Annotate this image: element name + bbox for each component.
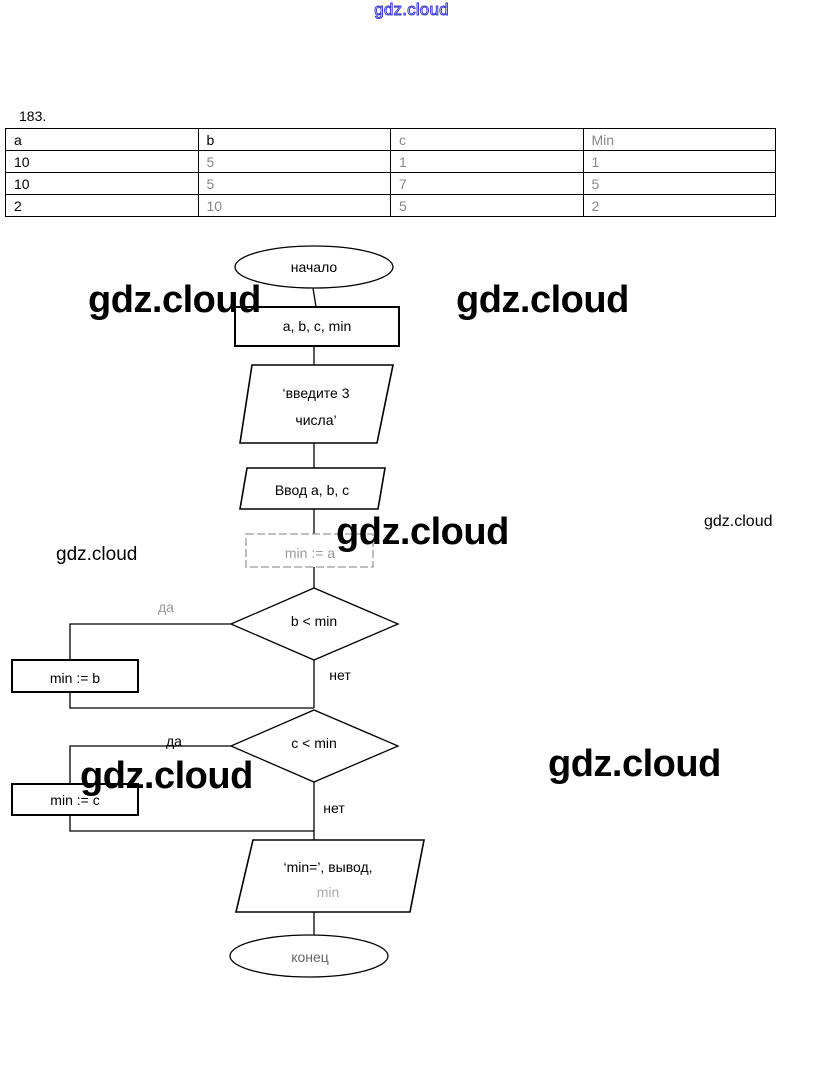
table-row: 2 10 5 2: [5, 194, 776, 217]
cond2-no-label: нет: [323, 800, 345, 816]
watermark-small: gdz.cloud: [704, 513, 773, 530]
cond1-label: b < min: [291, 613, 337, 629]
end-terminal: [229, 934, 389, 978]
watermark: gdz.cloud: [336, 511, 509, 553]
cond1-no-label: нет: [329, 667, 351, 683]
start-terminal: [234, 245, 394, 289]
merge-branch-2: [69, 815, 314, 832]
merge-branch-1: [69, 692, 314, 709]
watermark: gdz.cloud: [548, 743, 721, 785]
watermark: gdz.cloud: [88, 279, 261, 321]
watermark-small: gdz.cloud: [56, 544, 137, 565]
input-label: Ввод a, b, c: [275, 482, 349, 498]
cond2-yes-label: да: [166, 733, 182, 749]
assign2-label: min := c: [50, 792, 99, 808]
cell: 10: [197, 194, 391, 217]
input-block: [239, 467, 386, 510]
assign1-label: min := b: [50, 670, 100, 686]
declare-block: [234, 306, 400, 347]
declare-label: a, b, c, min: [283, 318, 351, 334]
table-header-row: a b c Min: [5, 128, 776, 151]
watermark: gdz.cloud: [456, 279, 629, 321]
prompt-label-line1: ‘введите 3: [282, 385, 349, 401]
cell: 2: [582, 194, 776, 217]
output-label-line1: ‘min=’, вывод,: [283, 859, 372, 875]
prompt-output-block: [239, 364, 394, 444]
watermark: gdz.cloud: [80, 755, 253, 797]
cell: 5: [390, 194, 584, 217]
output-label-line2: min: [317, 884, 340, 900]
assign-c-block: [11, 783, 139, 816]
condition-c-diamond: [229, 709, 400, 783]
result-output-block: [234, 839, 425, 913]
watermark-top: gdz.cloud: [374, 0, 449, 20]
yes-branch-1: [69, 623, 231, 660]
end-label: конец: [291, 949, 329, 965]
condition-b-diamond: [229, 587, 400, 661]
cond2-label: c < min: [291, 735, 337, 751]
task-number: 183.: [19, 108, 47, 124]
cond1-yes-label: да: [158, 599, 174, 615]
values-table: a b c Min 10 5 1 1 10 5 7 5 2 10 5 2: [5, 128, 776, 217]
start-label: начало: [291, 259, 338, 275]
header-min: Min: [582, 128, 776, 151]
connector: [312, 287, 317, 308]
init-block: [245, 533, 374, 568]
prompt-label-line2: числа’: [295, 412, 336, 428]
assign-b-block: [11, 659, 139, 693]
init-label: min := a: [285, 545, 335, 561]
yes-branch-2: [69, 745, 231, 784]
